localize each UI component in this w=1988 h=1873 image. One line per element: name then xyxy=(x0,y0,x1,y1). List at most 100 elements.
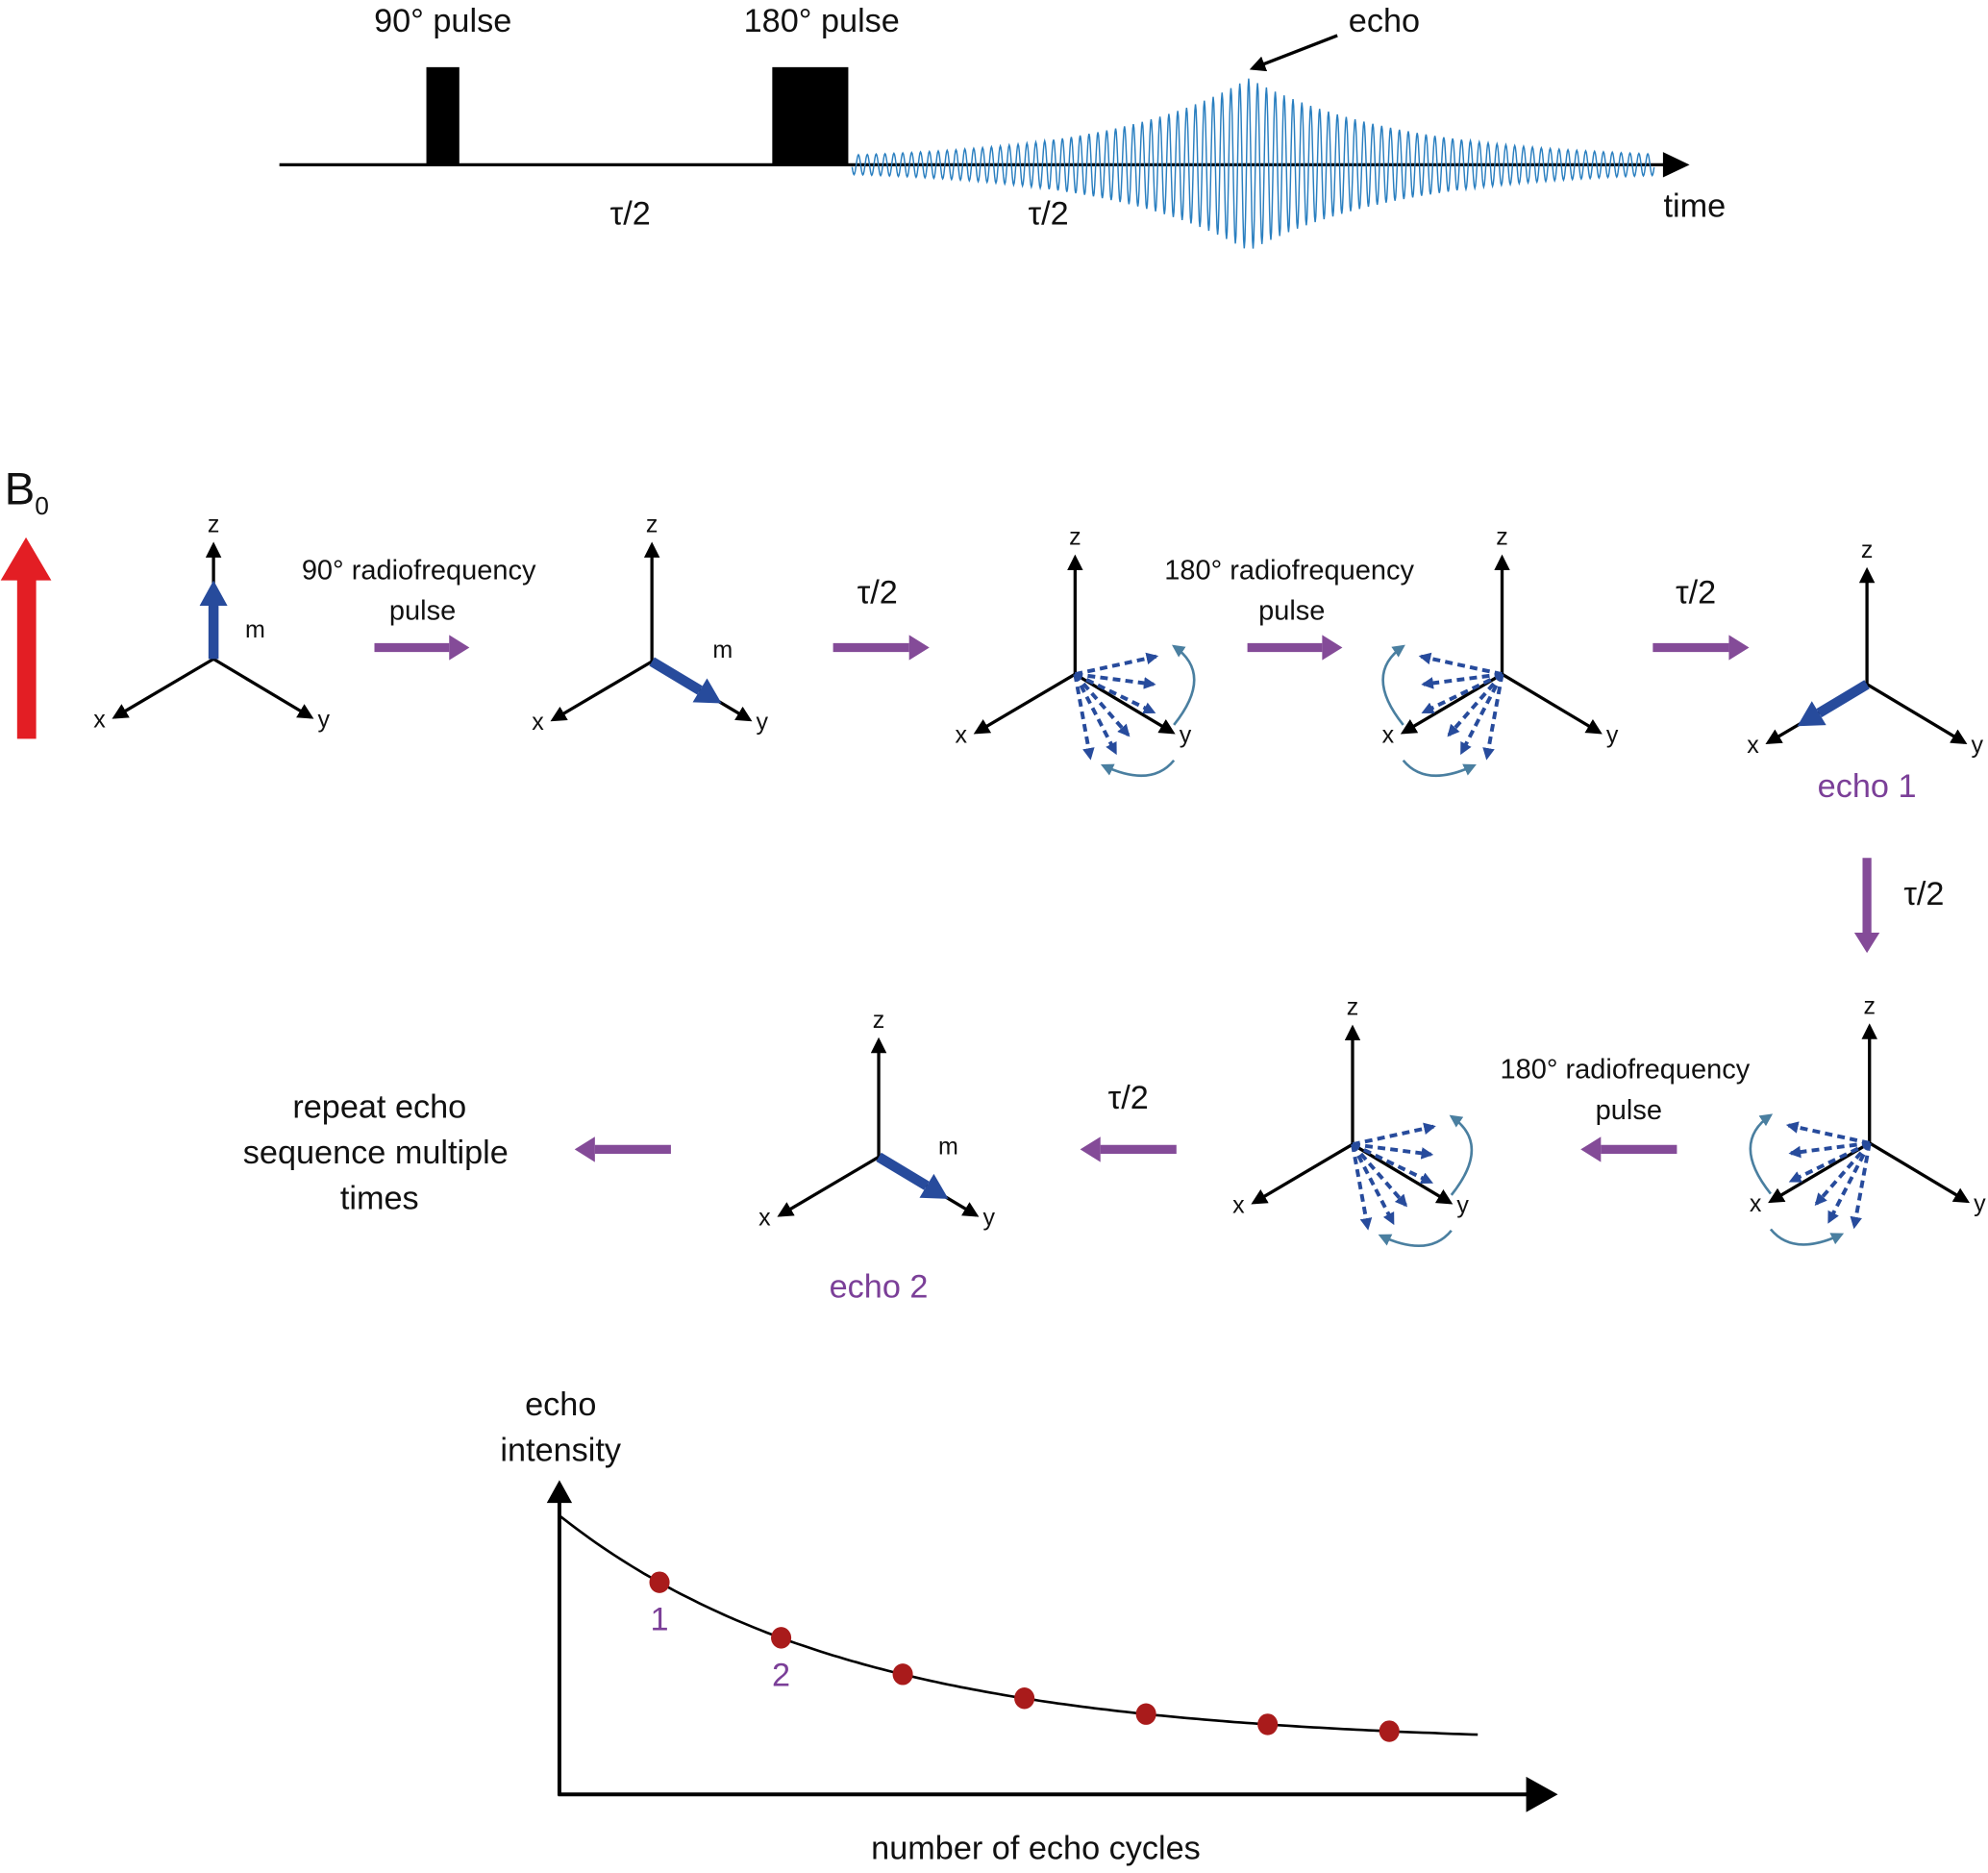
x-axis xyxy=(112,657,214,719)
x-axis-label: x xyxy=(1232,1191,1245,1218)
process-arrow-4 xyxy=(1653,635,1750,661)
data-point-4 xyxy=(1014,1687,1035,1710)
dephasing-spin-vector xyxy=(1352,1142,1434,1160)
z-axis-label: z xyxy=(1863,992,1876,1019)
dephasing-spin-vector xyxy=(1788,1141,1871,1184)
step1-label-line1: 90° radiofrequency xyxy=(302,555,536,586)
repeat-line3: times xyxy=(340,1180,419,1216)
y-axis-label: y xyxy=(1456,1191,1469,1218)
dephasing-spin-vector xyxy=(1074,652,1159,677)
y-axis-label: y xyxy=(1972,732,1984,759)
rotation-arc-icon xyxy=(1402,759,1477,777)
magnetization-vector xyxy=(1816,680,1870,718)
echo-signal-waveform xyxy=(851,78,1655,249)
tau-a-label: τ/2 xyxy=(857,574,898,611)
x-axis-arrowhead xyxy=(1526,1776,1558,1812)
dephasing-spin-vector xyxy=(1826,1141,1872,1224)
data-point-6 xyxy=(1257,1713,1279,1736)
b0-arrow-shaft xyxy=(16,578,37,739)
dephasing-spin-vector xyxy=(1418,652,1503,677)
process-arrow-7 xyxy=(1080,1136,1177,1162)
magnetization-vector xyxy=(649,657,703,695)
x-axis-label: x xyxy=(955,721,967,748)
dephasing-spin-vector xyxy=(1073,672,1131,737)
tau-c-label: τ/2 xyxy=(1903,876,1944,912)
x-axis xyxy=(973,672,1077,735)
magnetization-arrowhead xyxy=(1797,701,1826,727)
dephasing-spin-vector xyxy=(1814,1141,1872,1207)
echo-pointer-arrow xyxy=(1249,34,1338,72)
data-point-3 xyxy=(892,1663,913,1686)
dephasing-spin-vector xyxy=(1073,673,1095,761)
magnetization-arrowhead xyxy=(692,678,722,704)
y-axis-label: y xyxy=(318,707,331,734)
tau-d-label: τ/2 xyxy=(1108,1080,1149,1116)
pulse-90-block xyxy=(426,66,460,165)
tau-label-1: τ/2 xyxy=(610,195,651,232)
y-axis-label-line2: intensity xyxy=(500,1433,622,1469)
data-point-7 xyxy=(1379,1720,1400,1742)
m-label: m xyxy=(245,616,265,643)
magnetization-arrowhead xyxy=(199,580,228,607)
rotation-arc-icon xyxy=(1769,1228,1845,1246)
x-axis xyxy=(1251,1142,1354,1205)
time-axis-arrowhead xyxy=(1662,152,1690,178)
y-axis xyxy=(1501,672,1603,735)
y-axis xyxy=(212,657,314,719)
b0-label: B0 xyxy=(5,464,49,521)
process-arrows xyxy=(374,635,1880,1162)
x-axis-label: x xyxy=(93,707,106,734)
dephasing-spin-vector xyxy=(1352,1142,1433,1185)
dephasing-spin-vector xyxy=(1447,672,1504,737)
tau-b-label: τ/2 xyxy=(1676,574,1716,611)
point-label-1: 1 xyxy=(651,1602,669,1638)
y-axis-label: y xyxy=(982,1205,995,1232)
dephasing-spin-vector xyxy=(1073,673,1118,756)
step2-label-line1: 180° radiofrequency xyxy=(1164,555,1414,586)
echo-decay-chart: 1 2 echo intensity number of echo cycles xyxy=(500,1386,1558,1867)
y-axis-label: y xyxy=(1606,721,1619,748)
x-axis xyxy=(777,1155,880,1217)
m-label: m xyxy=(938,1134,958,1161)
x-axis-label: x xyxy=(1750,1190,1762,1217)
rotation-arc-icon xyxy=(1381,644,1405,726)
z-axis-label: z xyxy=(646,512,659,538)
rotation-arc-icon xyxy=(1449,1114,1474,1196)
pulse-90-label: 90° pulse xyxy=(374,3,511,39)
pulse-180-block xyxy=(772,66,849,165)
pulse-timeline: 90° pulse 180° pulse echo τ/2 τ/2 time xyxy=(279,3,1726,249)
axes-diagram-6: z x y xyxy=(1749,992,1986,1246)
y-axis-label: y xyxy=(757,709,769,736)
data-point-2 xyxy=(771,1627,792,1649)
rotation-arc-icon xyxy=(1378,1229,1453,1247)
pulse-180-label: 180° pulse xyxy=(744,3,900,39)
data-point-1 xyxy=(649,1571,670,1593)
magnetization-vector xyxy=(876,1152,930,1190)
tau-label-2: τ/2 xyxy=(1029,195,1069,232)
dephasing-spin-vector xyxy=(1351,1143,1373,1231)
rotation-arc-icon xyxy=(1100,759,1176,777)
dephasing-spin-vector xyxy=(1459,673,1504,756)
dephasing-spin-vector xyxy=(1352,1122,1436,1147)
x-axis-label: number of echo cycles xyxy=(871,1831,1201,1867)
time-label: time xyxy=(1663,187,1726,224)
y-axis xyxy=(1868,1141,1971,1204)
echo-label: echo xyxy=(1349,3,1420,39)
x-axis-label: x xyxy=(1747,732,1759,759)
rotation-arc-icon xyxy=(1171,644,1196,726)
rotation-arc-icon xyxy=(1749,1113,1774,1195)
point-label-2: 2 xyxy=(772,1657,790,1693)
m-label: m xyxy=(712,637,733,663)
y-axis-label-line1: echo xyxy=(525,1386,596,1423)
repeat-line1: repeat echo xyxy=(292,1088,466,1125)
y-axis-arrowhead xyxy=(546,1480,573,1504)
sequence-labels: 90° radiofrequency pulse τ/2 180° radiof… xyxy=(243,555,1945,1305)
y-axis xyxy=(1866,683,1968,745)
y-axis-label: y xyxy=(1974,1190,1986,1217)
dephasing-spin-vector xyxy=(1788,1140,1870,1159)
